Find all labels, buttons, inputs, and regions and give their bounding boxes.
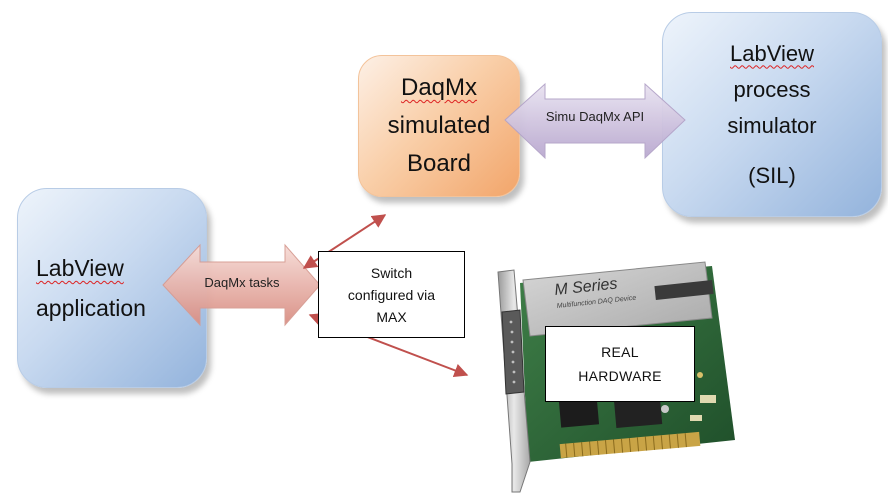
daq-line-1: DaqMx bbox=[400, 74, 478, 101]
sim-line-2: process bbox=[733, 76, 811, 102]
connector-to-simulated bbox=[302, 214, 387, 269]
simu-api-label: Simu DaqMx API bbox=[546, 109, 644, 124]
sim-line-4: (SIL) bbox=[748, 162, 796, 188]
daqmx-tasks-arrow: DaqMx tasks bbox=[162, 243, 321, 327]
daq-line-2: simulated bbox=[387, 112, 491, 139]
simu-api-arrow: Simu DaqMx API bbox=[504, 82, 686, 160]
sim-line-3: simulator bbox=[727, 112, 817, 138]
hw-line-2: HARDWARE bbox=[578, 368, 662, 384]
sim-line-1: LabView bbox=[730, 40, 814, 66]
card-series-text: M Series bbox=[554, 275, 619, 299]
daqmx-tasks-label: DaqMx tasks bbox=[204, 275, 280, 290]
switch-line-1: Switch bbox=[370, 264, 413, 281]
hw-line-1: REAL bbox=[601, 344, 639, 360]
real-hardware-label: REAL HARDWARE bbox=[545, 326, 695, 402]
app-line-2: application bbox=[36, 295, 146, 321]
app-line-1: LabView bbox=[36, 255, 124, 281]
switch-line-2: configured via bbox=[347, 286, 436, 303]
daq-line-3: Board bbox=[406, 150, 472, 177]
switch-line-3: MAX bbox=[376, 308, 407, 325]
daqmx-simulated-board-node: DaqMx simulated Board bbox=[358, 55, 520, 197]
switch-node: Switch configured via MAX bbox=[318, 251, 465, 338]
